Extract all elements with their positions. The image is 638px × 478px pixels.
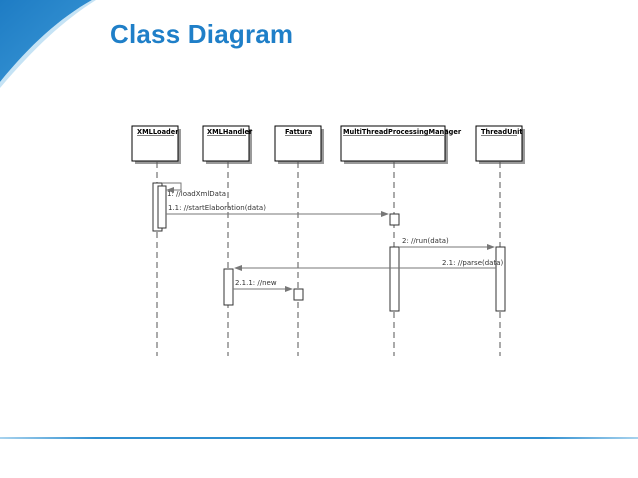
activation-xmlloader-nested — [157, 185, 167, 229]
message-label: 2.1.1: //new — [235, 279, 277, 287]
object-xmlhandler: XMLHandler — [202, 125, 253, 164]
object-fattura: Fattura — [274, 125, 324, 164]
activation-mtpm-1 — [389, 213, 400, 226]
object-label: MultiThreadProcessingManager — [343, 128, 462, 136]
footer-rule — [0, 437, 638, 439]
messages — [162, 182, 496, 292]
activation-fattura — [293, 288, 304, 301]
activation-mtpm-2 — [389, 246, 400, 312]
object-xmlloader: XMLLoader — [131, 125, 181, 164]
message-label: 2: //run(data) — [402, 237, 449, 245]
object-mtpm: MultiThreadProcessingManager — [340, 125, 462, 164]
activation-threadunit — [495, 246, 506, 312]
message-label: 1: //loadXmlData — [167, 190, 226, 198]
object-label: XMLHandler — [207, 128, 253, 136]
object-label: XMLLoader — [137, 128, 179, 136]
slide-title: Class Diagram — [110, 19, 294, 49]
activations — [152, 182, 506, 312]
object-threadunit: ThreadUnit — [475, 125, 525, 164]
message-arrow-1 — [162, 182, 182, 193]
object-label: Fattura — [285, 128, 312, 136]
message-label: 1.1: //startElaboration(data) — [168, 204, 266, 212]
corner-swoosh — [0, 0, 96, 88]
activation-xmlhandler — [223, 268, 234, 306]
object-label: ThreadUnit — [481, 128, 523, 136]
message-label: 2.1: //parse(data) — [442, 259, 503, 267]
